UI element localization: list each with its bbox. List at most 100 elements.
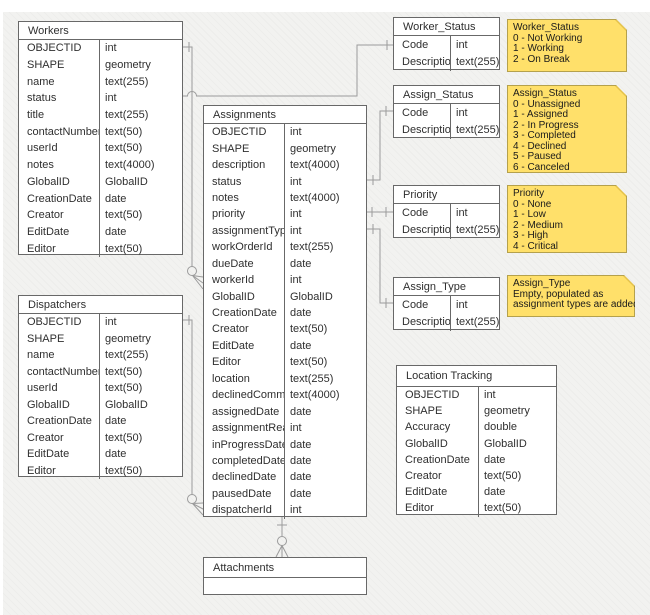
entity-table-priority[interactable]: Priority CodeintDescriptiontext(255) (393, 185, 500, 239)
field-type: text(255) (290, 241, 334, 254)
note-line: 3 - Completed (513, 130, 576, 141)
field-type: date (290, 257, 312, 270)
field-name: CreationDate (27, 192, 92, 205)
connector-workers-assignments[interactable] (183, 42, 204, 290)
note-line: Assign_Status (513, 88, 577, 99)
field-name: OBJECTID (405, 389, 460, 402)
field-name: Description (402, 316, 450, 329)
field-type: int (105, 42, 117, 55)
field-name: CreationDate (405, 453, 470, 466)
field-name: location (212, 372, 250, 385)
field-name: EditDate (212, 339, 255, 352)
field-type: int (105, 92, 117, 105)
field-name: status (27, 92, 57, 105)
entity-table-assign-type[interactable]: Assign_Type CodeintDescriptiontext(255) (393, 277, 500, 331)
field-type: GlobalID (105, 175, 148, 188)
field-name: Creator (27, 431, 64, 444)
entity-table-attachments[interactable]: Attachments (203, 557, 367, 595)
note-line: 5 - Paused (513, 151, 562, 162)
field-type: text(50) (290, 323, 328, 336)
connector-assignments-attachments[interactable] (275, 517, 289, 558)
field-name: workerId (212, 274, 255, 287)
column-divider (99, 40, 100, 257)
connector-dispatchers-assignments[interactable] (183, 315, 204, 516)
field-name: assignmentType (212, 224, 284, 237)
note-line: Worker_Status (513, 22, 579, 33)
note-line: Priority (513, 188, 545, 199)
note-line: 6 - Canceled (513, 161, 570, 173)
field-type: date (484, 486, 506, 499)
connector-assignments-priority[interactable] (367, 207, 393, 217)
table-row: Descriptiontext(255) (394, 54, 499, 72)
connector-assignments-assigntype[interactable] (367, 224, 393, 308)
field-name: CreationDate (27, 415, 92, 428)
field-type: GlobalID (484, 437, 527, 450)
field-name: OBJECTID (212, 126, 267, 139)
field-name: Code (402, 298, 429, 311)
field-name: name (27, 75, 55, 88)
table-title: Worker_Status (394, 18, 499, 36)
field-name: pausedDate (212, 487, 272, 500)
column-divider (450, 296, 451, 331)
field-type: GlobalID (290, 290, 333, 303)
note-line: assignment types are added (513, 299, 639, 310)
field-type: text(255) (105, 109, 149, 122)
field-name: OBJECTID (27, 316, 82, 329)
column-divider (99, 314, 100, 479)
note-fold-corner (623, 276, 634, 287)
table-row: assignmentType int (204, 223, 366, 239)
field-type: text(255) (105, 349, 149, 362)
entity-table-assign-status[interactable]: Assign_Status CodeintDescriptiontext(255… (393, 85, 500, 139)
field-type: date (290, 471, 312, 484)
field-name: description (212, 159, 266, 172)
field-type: date (290, 438, 312, 451)
field-type: int (290, 224, 302, 237)
field-name: EditDate (27, 225, 70, 238)
field-name: declinedDate (212, 471, 277, 484)
note-line: 1 - Low (513, 209, 546, 220)
field-name: dispatcherId (212, 504, 272, 517)
connector-assignments-assignstatus[interactable] (367, 106, 393, 185)
connector-workers-workerstatus[interactable] (183, 40, 393, 97)
field-type: text(4000) (290, 389, 340, 402)
entity-table-worker-status[interactable]: Worker_Status CodeintDescriptiontext(255… (393, 17, 500, 72)
field-type: text(50) (105, 464, 143, 477)
table-title: Assignments (204, 106, 366, 124)
field-type: int (290, 175, 302, 188)
field-type: text(50) (105, 382, 143, 395)
field-name: Code (402, 38, 429, 51)
field-type: date (105, 225, 127, 238)
field-type: GlobalID (105, 398, 148, 411)
table-title: Workers (19, 22, 182, 40)
table-title: Dispatchers (19, 296, 182, 314)
note-line: 2 - Medium (513, 219, 564, 231)
